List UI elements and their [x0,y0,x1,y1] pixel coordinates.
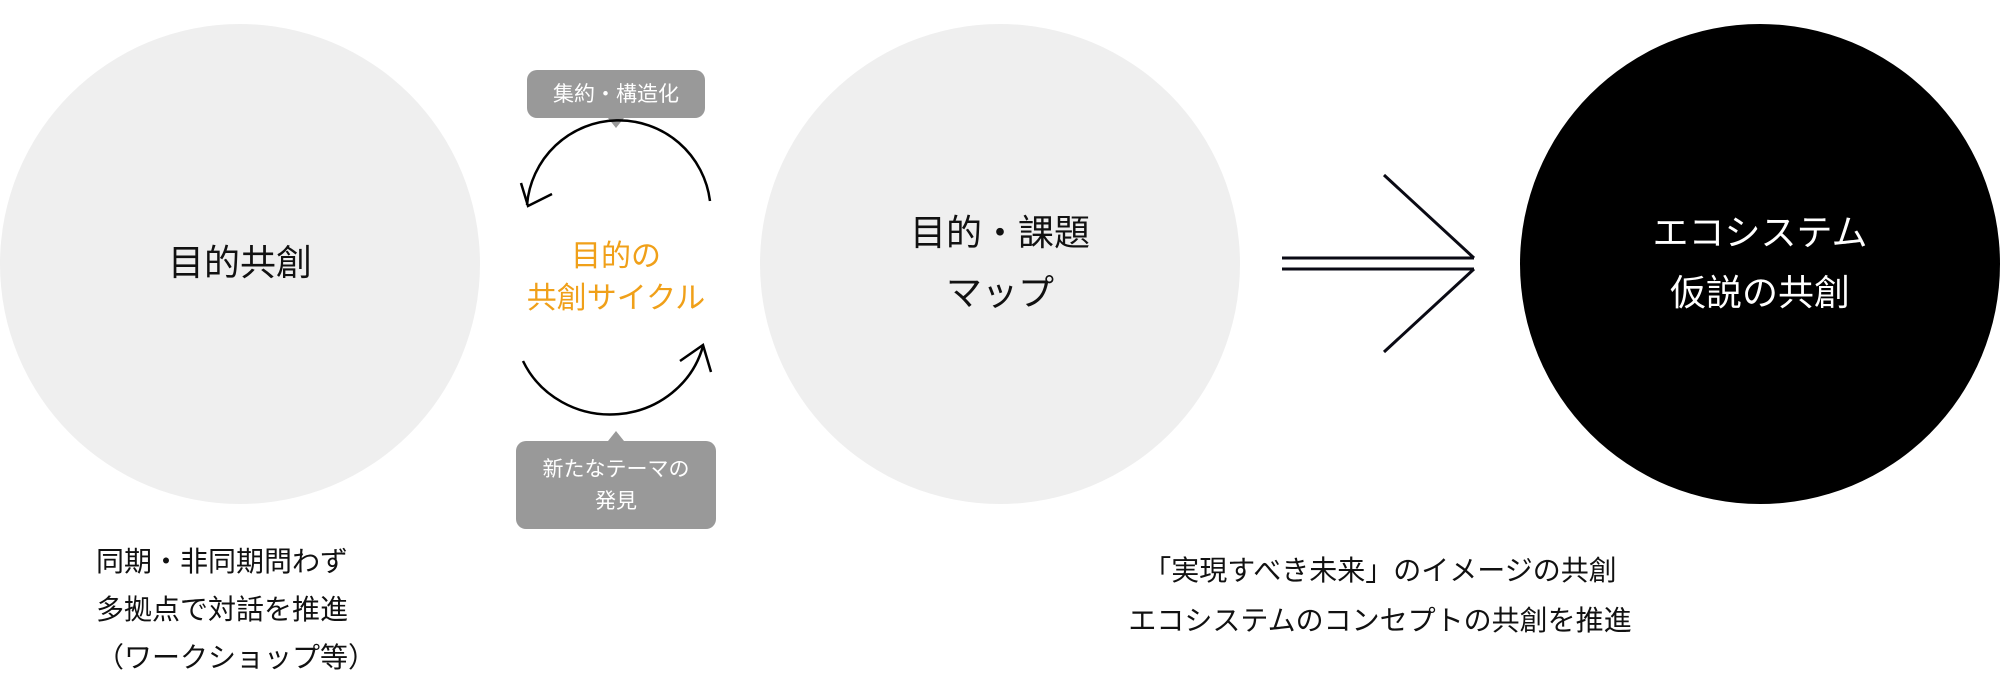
cycle-arrow-top-icon [519,119,712,208]
circle-ecosystem-hypothesis: エコシステム 仮説の共創 [1520,24,2000,504]
circle-label: エコシステム 仮説の共創 [1652,213,1868,314]
circle-label: 目的共創 [167,243,312,284]
bubble-aggregate-structure: 集約・構造化 [527,70,705,128]
circle-purpose-cocreation: 目的共創 [0,24,480,504]
cycle-arrow-bottom-icon [521,342,713,416]
cycle-label: 目的の 共創サイクル [526,239,706,316]
circle-purpose-issue-map: 目的・課題 マップ [760,24,1240,504]
caption-right: 「実現すべき未来」のイメージの共創 エコシステムのコンセプトの共創を推進 [1128,554,1632,637]
circle-label: 目的・課題 マップ [909,213,1090,314]
caption-left: 同期・非同期問わず 多拠点で対話を推進 （ワークショップ等） [96,545,377,674]
double-arrow-right-icon [1282,173,1476,354]
bubble-new-theme-discovery: 新たなテーマの 発見 [516,431,716,529]
